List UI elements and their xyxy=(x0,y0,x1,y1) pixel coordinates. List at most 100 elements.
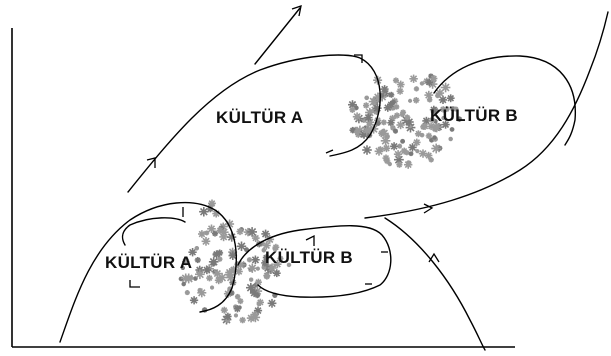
lower-culture-b-curve xyxy=(237,225,392,298)
speckle xyxy=(201,237,211,246)
speckle xyxy=(199,207,209,217)
speckle xyxy=(273,260,282,269)
speckle xyxy=(396,80,405,89)
speckle xyxy=(194,246,199,251)
speckle xyxy=(189,296,199,305)
speckle xyxy=(440,82,451,93)
upper-culture-b-curve xyxy=(433,55,576,146)
speckle xyxy=(261,259,269,267)
speckle xyxy=(349,106,356,113)
speckle xyxy=(408,151,414,157)
right-long-line xyxy=(364,11,609,219)
speckle xyxy=(396,87,404,95)
speckle xyxy=(262,254,270,261)
speckle xyxy=(392,128,398,134)
upper-a-tick-3 xyxy=(325,149,334,154)
speckle xyxy=(253,306,263,315)
speckle xyxy=(449,127,455,132)
speckle xyxy=(267,298,277,308)
speckle xyxy=(387,162,392,167)
speckle xyxy=(413,97,420,104)
upper-curves xyxy=(127,5,609,219)
lower-a-tick-1 xyxy=(129,280,140,288)
speckle xyxy=(424,151,433,160)
speckle xyxy=(374,146,384,156)
speckle xyxy=(254,292,261,299)
speckle xyxy=(362,126,372,135)
speckle xyxy=(384,134,390,139)
speckle xyxy=(206,274,213,282)
speckle xyxy=(413,86,420,92)
speckle xyxy=(208,257,219,267)
upper-a-tick-1 xyxy=(146,157,156,168)
speckle xyxy=(368,96,379,107)
speckle xyxy=(390,142,399,151)
speckle xyxy=(364,95,369,101)
speckle xyxy=(286,262,292,268)
speckle xyxy=(261,229,270,239)
speckle xyxy=(184,290,190,296)
speckle xyxy=(237,305,242,310)
speckle xyxy=(438,95,448,104)
speckle xyxy=(263,272,271,280)
speckle xyxy=(254,278,262,286)
speckle xyxy=(251,255,260,265)
speckle xyxy=(428,157,434,163)
speckle xyxy=(441,120,450,129)
speckle xyxy=(400,138,405,144)
lower-culture-a-inner xyxy=(121,217,186,246)
speckle xyxy=(208,199,216,208)
speckle xyxy=(382,154,390,162)
speckle xyxy=(422,116,431,125)
upper-culture-a-curve xyxy=(127,54,381,193)
speckle xyxy=(202,265,211,275)
speckle xyxy=(431,143,442,154)
speckle xyxy=(453,106,459,112)
speckle xyxy=(197,288,207,298)
speckle xyxy=(435,88,445,98)
speckle xyxy=(387,119,395,127)
speckle xyxy=(188,248,197,257)
upper-culture-b-label: KÜLTÜR B xyxy=(430,106,518,125)
speckle xyxy=(432,135,437,140)
speckle xyxy=(388,91,395,98)
speckle xyxy=(239,316,246,324)
speckle xyxy=(277,255,284,262)
speckle xyxy=(380,119,387,126)
speckle xyxy=(421,122,429,130)
speckle xyxy=(246,313,256,323)
speckle xyxy=(194,257,201,264)
speckle xyxy=(236,241,247,251)
speckle xyxy=(419,81,425,86)
speckle xyxy=(424,90,434,100)
speckle xyxy=(213,269,222,278)
speckle xyxy=(414,130,422,138)
speckle xyxy=(217,272,227,283)
speckle xyxy=(408,98,413,103)
speckle xyxy=(207,224,216,234)
speckle xyxy=(262,241,271,250)
speckle xyxy=(393,112,400,119)
speckle xyxy=(198,230,206,238)
speckle xyxy=(212,230,219,237)
speckle xyxy=(354,129,359,135)
speckle xyxy=(393,150,403,159)
speckle xyxy=(251,234,260,242)
speckle xyxy=(361,133,366,138)
speckle xyxy=(216,249,224,257)
upper-arrow-head xyxy=(291,5,302,17)
speckle xyxy=(362,145,372,155)
speckle xyxy=(352,112,362,121)
upper-a-tick-2 xyxy=(354,54,363,63)
speckle xyxy=(366,121,372,127)
speckle xyxy=(413,138,421,147)
speckle xyxy=(415,149,420,154)
speckle xyxy=(429,117,436,123)
speckle xyxy=(441,116,446,121)
speckle xyxy=(396,161,403,168)
speckle xyxy=(425,132,433,140)
speckle xyxy=(195,269,205,280)
speckle xyxy=(246,257,253,263)
speckle xyxy=(182,257,190,266)
